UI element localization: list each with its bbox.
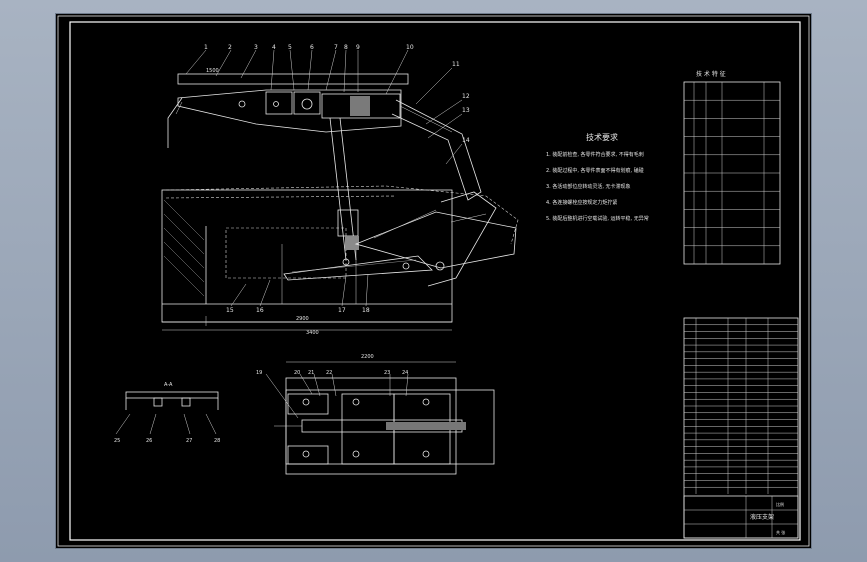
drawing-sheet: 1 2 3 4 5 6 7 8 9 10 11 12 13 14 15 16 1… — [56, 14, 811, 548]
svg-text:9: 9 — [356, 44, 360, 51]
svg-text:21: 21 — [308, 370, 314, 376]
outer-border — [57, 15, 810, 547]
canopy-outline — [165, 185, 519, 245]
spec-table-title: 技 术 特 征 — [696, 70, 726, 78]
note-4: 4. 各连接螺栓应按规定力矩拧紧 — [546, 199, 617, 206]
svg-text:17: 17 — [338, 307, 346, 314]
base-frame — [161, 189, 453, 323]
svg-text:15: 15 — [226, 307, 234, 314]
svg-text:16: 16 — [256, 307, 264, 314]
svg-text:8: 8 — [344, 44, 348, 51]
leg-cylinder — [329, 117, 347, 261]
dim-top: 1500 — [206, 68, 219, 74]
dim-base: 2900 — [296, 316, 309, 322]
svg-text:19: 19 — [256, 370, 262, 376]
notes-title: 技术要求 — [586, 132, 618, 142]
base-hatch — [163, 199, 205, 297]
bill-of-materials — [683, 317, 799, 539]
top-beam — [177, 73, 409, 85]
note-2: 2. 装配过程中, 各零件表面不得有划痕, 磕碰 — [546, 167, 644, 174]
inner-border — [69, 21, 801, 541]
svg-text:10: 10 — [406, 44, 414, 51]
svg-text:18: 18 — [362, 307, 370, 314]
svg-text:23: 23 — [384, 370, 390, 376]
svg-text:4: 4 — [272, 44, 276, 51]
svg-text:1: 1 — [204, 44, 208, 51]
spec-table: 技 术 特 征 — [683, 70, 781, 265]
svg-text:7: 7 — [334, 44, 338, 51]
title-block-name: 液压支架 — [750, 513, 774, 521]
section-label: A-A — [164, 382, 173, 388]
dim-overall: 3400 — [306, 330, 319, 336]
svg-text:2: 2 — [228, 44, 232, 51]
svg-text:12: 12 — [462, 93, 470, 100]
front-link — [283, 255, 433, 281]
title-block-sheet: 共 张 — [776, 529, 785, 535]
shield-plate — [427, 191, 497, 287]
main-view: 1 2 3 4 5 6 7 8 9 10 11 12 13 14 15 16 1… — [161, 44, 519, 336]
svg-text:27: 27 — [186, 438, 192, 444]
note-3: 3. 各活动部位应转动灵活, 无卡滞现象 — [546, 183, 631, 190]
technical-notes: 技术要求 1. 装配前检查, 各零件符合要求, 不得有毛刺 2. 装配过程中, … — [546, 132, 649, 222]
note-1: 1. 装配前检查, 各零件符合要求, 不得有毛刺 — [546, 151, 644, 158]
svg-text:28: 28 — [214, 438, 220, 444]
leaders — [185, 49, 463, 307]
plan-view-balloons: 19 20 21 22 23 24 25 26 27 28 — [114, 370, 408, 444]
title-block: 液压支架 比例 共 张 — [683, 495, 799, 539]
section-view: A-A — [115, 382, 219, 435]
main-view-balloons: 1 2 3 4 5 6 7 8 9 10 11 12 13 14 15 16 1… — [204, 44, 470, 314]
plan-view: 2200 19 20 21 — [114, 354, 495, 475]
rear-link — [354, 211, 517, 269]
svg-text:11: 11 — [452, 61, 460, 68]
svg-text:24: 24 — [402, 370, 408, 376]
svg-text:5: 5 — [288, 44, 292, 51]
svg-text:3: 3 — [254, 44, 258, 51]
dim-plan-width: 2200 — [361, 354, 374, 360]
svg-text:22: 22 — [326, 370, 332, 376]
svg-text:26: 26 — [146, 438, 152, 444]
svg-text:25: 25 — [114, 438, 120, 444]
svg-text:6: 6 — [310, 44, 314, 51]
cad-drawing: 1 2 3 4 5 6 7 8 9 10 11 12 13 14 15 16 1… — [57, 15, 810, 547]
svg-text:14: 14 — [462, 137, 470, 144]
note-5: 5. 装配后整机进行空载试验, 运转平稳, 无异常 — [546, 215, 649, 222]
lift-arm — [391, 99, 482, 201]
title-block-scale: 比例 — [776, 501, 784, 507]
svg-text:13: 13 — [462, 107, 470, 114]
svg-text:20: 20 — [294, 370, 300, 376]
